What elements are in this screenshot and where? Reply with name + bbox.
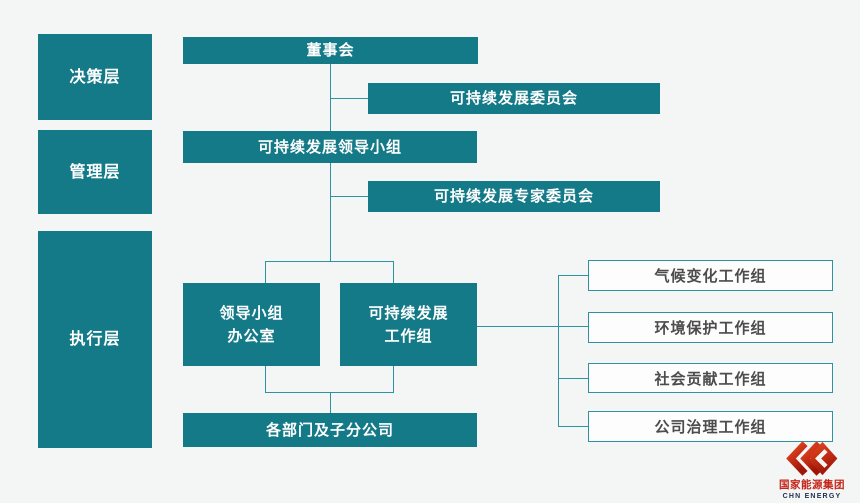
layer-box-management: 管理层 (38, 130, 152, 214)
node-label: 各部门及子分公司 (265, 421, 394, 439)
node-sd-expert-committee: 可持续发展专家委员会 (368, 181, 660, 212)
node-label: 环境保护工作组 (654, 320, 767, 337)
connector-office-down (265, 366, 266, 392)
node-climate-working-group: 气候变化工作组 (588, 260, 833, 291)
layer-box-execution: 执行层 (38, 231, 152, 448)
connector-drop-working-group (393, 261, 394, 283)
node-environment-working-group: 环境保护工作组 (588, 312, 833, 343)
node-label: 可持续发展领导小组 (257, 138, 402, 156)
connector-stub-social (558, 378, 588, 379)
connector-to-expert-committee (330, 196, 368, 197)
node-label-line1: 领导小组 (219, 304, 284, 322)
connector-drop-office (265, 261, 266, 283)
connector-stub-governance (558, 426, 588, 427)
chn-energy-logo: 国家能源集团 CHN ENERGY (777, 441, 847, 500)
node-label-line2: 办公室 (227, 327, 276, 345)
node-label-line2: 工作组 (384, 327, 433, 345)
node-label: 董事会 (306, 42, 355, 59)
layer-box-decision: 决策层 (38, 34, 152, 120)
connector-board-to-leading-group (330, 64, 331, 131)
layer-label: 决策层 (69, 68, 121, 86)
connector-working-group-down (393, 366, 394, 392)
node-label: 公司治理工作组 (654, 419, 767, 436)
logo-name-en: CHN ENERGY (782, 493, 842, 500)
connector-to-sd-committee (330, 98, 368, 99)
connector-stub-climate (558, 275, 588, 276)
node-sd-leading-group: 可持续发展领导小组 (183, 131, 477, 163)
node-label: 可持续发展专家委员会 (433, 188, 594, 205)
node-label: 可持续发展委员会 (449, 90, 578, 107)
node-label: 社会贡献工作组 (654, 370, 767, 388)
node-sd-committee: 可持续发展委员会 (368, 83, 660, 114)
connector-split-top (265, 261, 394, 262)
layer-label: 执行层 (69, 331, 121, 348)
logo-name-cn: 国家能源集团 (779, 479, 845, 491)
connector-right-spine (558, 275, 559, 427)
connector-working-group-right (477, 326, 588, 327)
connector-split-bottom (265, 392, 394, 393)
node-board: 董事会 (183, 37, 478, 64)
chn-energy-diamond-icon (786, 441, 838, 476)
node-departments: 各部门及子分公司 (183, 413, 477, 447)
node-sd-working-group: 可持续发展 工作组 (340, 283, 477, 366)
connector-leading-group-down (330, 163, 331, 262)
node-label-line1: 可持续发展 (368, 304, 449, 322)
layer-label: 管理层 (69, 163, 121, 181)
node-leading-group-office: 领导小组 办公室 (183, 283, 320, 366)
node-social-working-group: 社会贡献工作组 (588, 363, 833, 393)
connector-to-departments (330, 392, 331, 413)
node-label: 气候变化工作组 (654, 268, 767, 285)
node-governance-working-group: 公司治理工作组 (588, 411, 833, 442)
